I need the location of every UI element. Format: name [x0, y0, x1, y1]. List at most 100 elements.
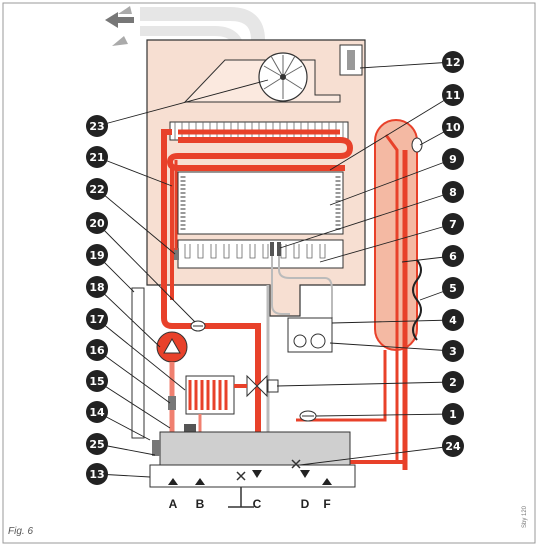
leader-line-24 [299, 445, 454, 466]
callout-label-6: 6 [449, 250, 457, 263]
connection-label-C: C [253, 497, 262, 511]
callout-marker-11 [442, 84, 464, 106]
burner [177, 239, 344, 269]
callout-marker-4 [442, 309, 464, 331]
callout-marker-13 [86, 463, 108, 485]
overheat-thermostat [174, 248, 179, 260]
connection-label-B: B [196, 497, 205, 511]
leader-line-17 [96, 318, 186, 391]
callout-marker-6 [442, 245, 464, 267]
leader-line-4 [331, 319, 454, 324]
fan [258, 52, 308, 102]
leader-line-7 [319, 223, 454, 263]
leader-line-12 [359, 61, 454, 69]
electrode-wire [271, 256, 290, 315]
callout-label-1: 1 [449, 408, 457, 421]
drain-tap-icon [236, 471, 246, 481]
pressure-sensor [299, 410, 317, 422]
callout-label-16: 16 [89, 344, 105, 357]
leader-line-1 [315, 413, 454, 417]
connection-label-A: A [169, 497, 178, 511]
callout-marker-20 [86, 212, 108, 234]
callout-marker-15 [86, 370, 108, 392]
callout-label-11: 11 [445, 89, 460, 102]
ignition-electrode [270, 242, 274, 256]
leader-line-16 [96, 349, 171, 404]
callout-marker-5 [442, 277, 464, 299]
connection-label-F: F [323, 497, 330, 511]
leader-line-22 [96, 188, 176, 255]
callout-marker-24 [442, 435, 464, 457]
safety-thermostat [190, 320, 206, 332]
callout-marker-12 [442, 51, 464, 73]
callout-marker-16 [86, 339, 108, 361]
callout-label-18: 18 [89, 281, 104, 294]
callout-marker-25 [86, 433, 108, 455]
flue-intake-arrow [112, 36, 128, 46]
callout-label-4: 4 [449, 314, 457, 327]
callout-label-7: 7 [449, 218, 457, 231]
heat-exchanger [166, 121, 354, 171]
tank-insulation [412, 259, 422, 341]
callout-marker-9 [442, 148, 464, 170]
leader-line-9 [329, 158, 454, 206]
leader-line-18 [96, 286, 161, 348]
figure-label: Fig. 6 [8, 526, 33, 537]
callout-label-23: 23 [89, 120, 104, 133]
callout-marker-8 [442, 181, 464, 203]
callout-marker-3 [442, 340, 464, 362]
callout-label-24: 24 [445, 440, 461, 453]
leader-line-21 [96, 156, 173, 187]
connection-label-D: D [301, 497, 310, 511]
callout-marker-14 [86, 401, 108, 423]
callout-label-15: 15 [89, 375, 104, 388]
callout-label-14: 14 [89, 406, 105, 419]
callout-label-21: 21 [89, 151, 104, 164]
callout-label-10: 10 [445, 121, 461, 134]
combustion-chamber [177, 171, 344, 235]
gas-valve [287, 317, 333, 353]
callout-label-8: 8 [449, 186, 457, 199]
gas-inlet [228, 487, 254, 508]
dhw-cylinder [374, 119, 422, 470]
callout-marker-22 [86, 178, 108, 200]
tank-probe [411, 137, 423, 153]
callout-label-25: 25 [89, 438, 104, 451]
callout-label-9: 9 [449, 153, 457, 166]
callout-markers: 1234567891011121314151617181920212223242… [86, 51, 464, 485]
leader-line-23 [96, 79, 269, 127]
filling-valve [184, 424, 196, 432]
callout-label-20: 20 [89, 217, 105, 230]
air-pressure-switch [339, 44, 363, 76]
leader-line-15 [96, 380, 171, 429]
callout-marker-17 [86, 308, 108, 330]
code-label: Sby 120 [522, 505, 528, 528]
diverter-valve [246, 374, 279, 398]
expansion-vessel [131, 287, 145, 439]
callout-marker-19 [86, 244, 108, 266]
callout-label-13: 13 [89, 468, 104, 481]
flue-exhaust-arrow [105, 12, 118, 28]
callout-label-12: 12 [445, 56, 460, 69]
callout-marker-21 [86, 146, 108, 168]
callout-marker-2 [442, 371, 464, 393]
leader-line-11 [329, 94, 454, 171]
plate-heat-exchanger [185, 375, 235, 415]
callout-label-3: 3 [449, 345, 457, 358]
callout-label-22: 22 [89, 183, 104, 196]
flow-pipe [161, 129, 261, 470]
leader-line-2 [276, 381, 454, 387]
safety-valve [168, 396, 176, 410]
callout-marker-18 [86, 276, 108, 298]
leader-line-8 [279, 191, 454, 249]
leader-line-20 [96, 222, 196, 323]
callout-label-2: 2 [449, 376, 457, 389]
callout-marker-10 [442, 116, 464, 138]
callout-label-17: 17 [89, 313, 104, 326]
callout-marker-1 [442, 403, 464, 425]
leader-line-3 [329, 342, 454, 352]
callout-label-19: 19 [89, 249, 104, 262]
